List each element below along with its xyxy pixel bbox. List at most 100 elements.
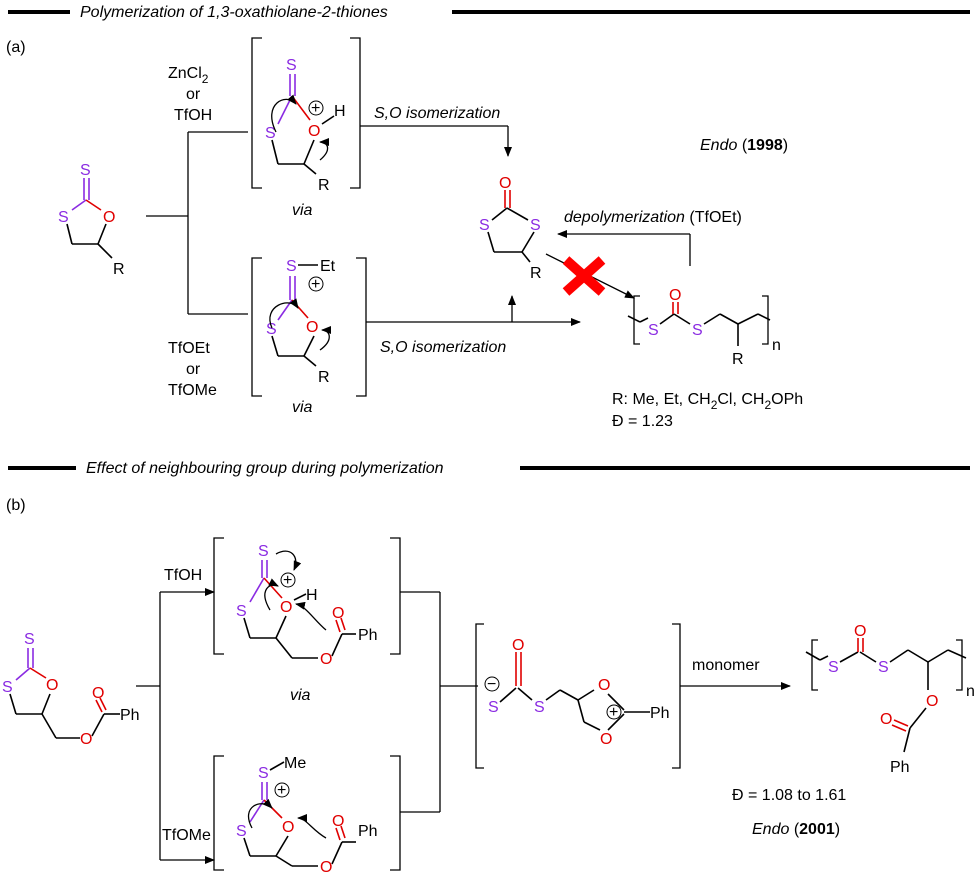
- benzoyloxy-monomer: S S O O O Ph: [2, 631, 140, 748]
- svg-text:S: S: [24, 631, 35, 648]
- reagent-zncl2: ZnCl2: [168, 65, 209, 86]
- svg-text:S: S: [286, 57, 297, 74]
- svg-text:O: O: [332, 813, 344, 830]
- citation-endo-1998: Endo (1998): [700, 137, 788, 154]
- svg-text:S: S: [266, 321, 277, 338]
- dispersity-a: Đ = 1.23: [612, 413, 673, 430]
- svg-text:S: S: [878, 659, 889, 676]
- monomer-label: monomer: [692, 657, 760, 674]
- branch-lines-b: [136, 588, 215, 864]
- alkylated-intermediate: S Et + S O R: [251, 257, 367, 397]
- svg-text:+: +: [283, 572, 292, 589]
- via-label-2: via: [292, 399, 313, 416]
- svg-text:n: n: [966, 683, 975, 700]
- merge-lines-b: [400, 591, 478, 813]
- protonated-benzoyl-intermediate: S S O O O Ph H +: [213, 537, 401, 668]
- reagent-tfoet: TfOEt: [168, 340, 210, 357]
- svg-text:Ph: Ph: [358, 627, 378, 644]
- panel-label-a: (a): [6, 39, 26, 56]
- svg-text:O: O: [320, 859, 332, 875]
- svg-text:O: O: [512, 637, 524, 654]
- depolymerization-label: depolymerization (TfOEt): [564, 209, 742, 226]
- svg-text:S: S: [236, 603, 247, 620]
- polythiocarbonate-polymer-a: S O S R n: [627, 287, 781, 368]
- svg-text:S: S: [692, 322, 703, 339]
- monomer-arrow: monomer: [680, 657, 791, 690]
- header-b-title: Effect of neighbouring group during poly…: [86, 460, 444, 477]
- svg-text:S: S: [80, 162, 91, 179]
- svg-text:+: +: [277, 782, 286, 799]
- oxathiolanone-product: O S S R: [479, 175, 542, 282]
- r-substituents: R: Me, Et, CH2Cl, CH2OPh: [612, 391, 803, 412]
- svg-text:O: O: [854, 623, 866, 640]
- so-isomerization-bottom: S,O isomerization: [380, 339, 506, 356]
- via-label-3: via: [290, 687, 311, 704]
- polythiocarbonate-polymer-b: S O S O O Ph n: [805, 623, 975, 776]
- svg-text:O: O: [46, 677, 58, 694]
- svg-text:+: +: [311, 276, 320, 293]
- svg-text:O: O: [600, 731, 612, 748]
- svg-text:+: +: [311, 100, 320, 117]
- svg-text:R: R: [530, 265, 542, 282]
- svg-text:H: H: [334, 103, 346, 120]
- svg-text:S: S: [479, 217, 490, 234]
- svg-text:n: n: [772, 337, 781, 354]
- via-label-1: via: [292, 202, 313, 219]
- reagent-tfoh-b: TfOH: [164, 567, 202, 584]
- svg-text:S: S: [488, 699, 499, 716]
- svg-text:O: O: [80, 731, 92, 748]
- svg-text:Me: Me: [284, 755, 306, 772]
- svg-text:S: S: [648, 322, 659, 339]
- forbidden-pathway: [545, 253, 635, 299]
- svg-text:R: R: [113, 261, 125, 278]
- svg-text:S: S: [534, 699, 545, 716]
- svg-text:O: O: [669, 287, 681, 304]
- svg-text:+: +: [609, 704, 618, 721]
- svg-text:Ph: Ph: [120, 707, 140, 724]
- svg-text:H: H: [306, 587, 318, 604]
- header-a-title: Polymerization of 1,3-oxathiolane-2-thio…: [80, 4, 388, 21]
- section-header-a: Polymerization of 1,3-oxathiolane-2-thio…: [8, 4, 970, 21]
- isomerization-arrow-top: S,O isomerization: [360, 105, 512, 157]
- protonated-intermediate: S S O R H +: [251, 37, 361, 194]
- oxathiolane-thione-monomer: S S O R: [58, 162, 125, 278]
- svg-text:−: −: [487, 676, 496, 693]
- svg-text:R: R: [318, 177, 330, 194]
- svg-text:S: S: [828, 659, 839, 676]
- svg-text:O: O: [880, 711, 892, 728]
- svg-text:S: S: [58, 209, 69, 226]
- svg-text:O: O: [332, 605, 344, 622]
- svg-text:Et: Et: [320, 258, 336, 275]
- svg-text:R: R: [732, 351, 744, 368]
- branch-lines-a: [146, 131, 248, 315]
- reagent-tfome-b: TfOMe: [162, 827, 211, 844]
- svg-text:Ph: Ph: [650, 705, 670, 722]
- svg-text:R: R: [318, 369, 330, 386]
- svg-text:O: O: [103, 209, 115, 226]
- so-isomerization-top: S,O isomerization: [374, 105, 500, 122]
- citation-endo-2001: Endo (2001): [752, 821, 840, 838]
- svg-text:O: O: [282, 819, 294, 836]
- methylated-benzoyl-intermediate: S Me + S O O O Ph: [213, 755, 401, 875]
- svg-text:S: S: [286, 258, 297, 275]
- isomerization-arrow-bottom: S,O isomerization: [366, 295, 581, 356]
- svg-text:O: O: [92, 685, 104, 702]
- svg-text:O: O: [320, 651, 332, 668]
- svg-text:O: O: [499, 175, 511, 192]
- svg-text:S: S: [236, 823, 247, 840]
- section-header-b: Effect of neighbouring group during poly…: [8, 460, 970, 477]
- panel-label-b: (b): [6, 497, 26, 514]
- svg-text:S: S: [258, 765, 269, 782]
- forbidden-cross-icon: [562, 256, 606, 296]
- reagent-or-1: or: [186, 86, 201, 103]
- svg-text:Ph: Ph: [358, 823, 378, 840]
- svg-text:S: S: [265, 125, 276, 142]
- svg-text:O: O: [598, 677, 610, 694]
- svg-text:O: O: [306, 319, 318, 336]
- svg-text:O: O: [926, 693, 938, 710]
- svg-text:S: S: [2, 679, 13, 696]
- dioxolanium-intermediate: − S O S O O Ph +: [475, 623, 681, 769]
- reagent-tfome-a: TfOMe: [168, 382, 217, 399]
